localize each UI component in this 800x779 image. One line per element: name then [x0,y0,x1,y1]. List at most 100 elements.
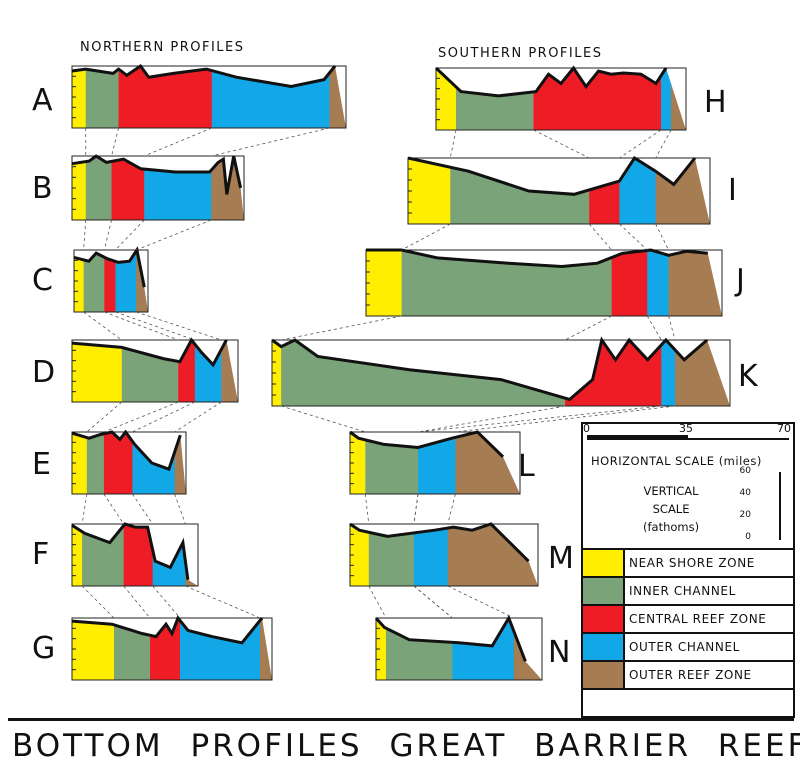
profile-f-outer-channel-zone [152,524,186,586]
correlation-line [136,219,212,251]
correlation-line [123,585,151,619]
correlation-line [368,585,387,619]
profile-label-j: J [736,263,745,298]
vertical-scale-line-2: SCALE [652,502,690,516]
profile-i-central-reef-zone [589,158,620,224]
profile-i [407,155,711,225]
profile-a-near-shore-zone [72,66,87,128]
horizontal-scale-label: HORIZONTAL SCALE (miles) [591,454,762,468]
profile-n-seafloor [374,614,527,662]
central-reef-swatch [583,606,625,634]
profile-label-f: F [32,537,50,572]
profile-c-seafloor [73,246,146,288]
profile-label-h: H [704,85,727,120]
legend-label-inner-channel: INNER CHANNEL [629,584,736,598]
vertical-scale-label: VERTICAL SCALE (fathoms) [643,482,699,536]
correlation-line [132,493,153,525]
profile-e [71,429,187,495]
vertical-scale-line-3: (fathoms) [643,520,700,534]
legend-label-central-reef: CENTRAL REEF ZONE [629,612,767,626]
profile-l-near-shore-zone [350,432,366,494]
correlation-line [417,405,662,433]
vertical-scale-tick-20: 20 [739,510,751,520]
title-rule [8,718,794,721]
profile-label-m: M [548,541,574,576]
correlation-line [81,585,115,619]
legend-row-central-reef: CENTRAL REEF ZONE [583,604,793,634]
profile-b-inner-channel-zone [85,156,113,220]
vertical-scale-tick-0: 0 [745,532,751,542]
profile-j-near-shore-zone [366,250,403,316]
profile-label-i: I [728,173,737,208]
profile-j-outer-reef-zone [668,250,722,316]
profile-b-seafloor [71,154,243,195]
legend-row-outer-channel: OUTER CHANNEL [583,632,793,662]
correlation-line [619,223,648,251]
correlation-line [144,127,212,157]
profile-d-near-shore-zone [72,340,123,402]
profile-h-inner-channel-zone [456,68,534,130]
northern-profiles-heading: NORTHERN PROFILES [80,40,245,55]
profile-h-outer-channel-zone [661,68,672,130]
profile-label-b: B [32,171,53,206]
horizontal-scale-tick-35: 35 [679,422,693,435]
vertical-scale-tick-40: 40 [739,488,751,498]
profile-e-near-shore-zone [72,432,88,494]
correlation-line [83,311,123,341]
vertical-scale-tick-60: 60 [739,466,751,476]
correlation-line [655,129,672,159]
correlation-line [86,401,123,433]
correlation-line [104,311,179,341]
profile-m [349,522,539,587]
profile-k-inner-channel-zone [281,340,566,406]
vertical-scale-line-1: VERTICAL [643,484,699,498]
profile-m-near-shore-zone [350,524,370,586]
southern-profiles-heading: SOUTHERN PROFILES [438,46,603,61]
profile-c-outer-channel-zone [115,250,137,312]
profile-m-inner-channel-zone [368,524,415,586]
profile-n-inner-channel-zone [385,618,453,680]
correlation-line [413,585,453,619]
profile-h-seafloor [434,65,668,98]
profile-label-a: A [32,83,53,118]
correlation-line [447,493,456,525]
correlation-line [103,219,112,251]
profile-d [71,337,239,403]
profile-f [71,522,199,587]
profile-e-seafloor [71,429,182,472]
profile-k-central-reef-zone [565,340,662,406]
profile-i-inner-channel-zone [450,158,590,224]
profile-b [71,154,245,221]
profile-j-seafloor [366,248,708,269]
horizontal-scale-tick-0: 0 [583,422,590,435]
inner-channel-swatch [583,578,625,606]
correlation-line [111,127,119,157]
profile-label-c: C [32,263,53,298]
profile-a-central-reef-zone [118,66,213,128]
profile-k-near-shore-zone [272,340,282,406]
profile-b-outer-channel-zone [144,156,212,220]
vertical-scale-axis: 60 40 20 0 [740,466,781,542]
correlation-line [103,401,179,433]
profile-label-l: L [518,449,535,484]
horizontal-scale-tick-70: 70 [777,422,791,435]
correlation-line [136,311,222,341]
profile-d-inner-channel-zone [121,340,179,402]
profile-n [374,614,543,681]
profile-i-outer-reef-zone [655,158,710,224]
profile-g-outer-channel-zone [180,618,261,680]
profile-k [271,336,731,407]
profile-label-k: K [738,359,758,394]
correlation-line [564,315,612,341]
legend-box: 0 35 70 HORIZONTAL SCALE (miles) VERTICA… [581,422,795,718]
profile-g-seafloor [71,615,264,645]
correlation-line [447,585,514,619]
profile-label-n: N [548,635,571,670]
profile-m-seafloor [349,522,530,563]
profile-g [71,615,273,681]
correlation-line [646,315,662,341]
correlation-line [132,401,196,433]
correlation-line [655,223,669,251]
correlation-line [413,493,419,525]
